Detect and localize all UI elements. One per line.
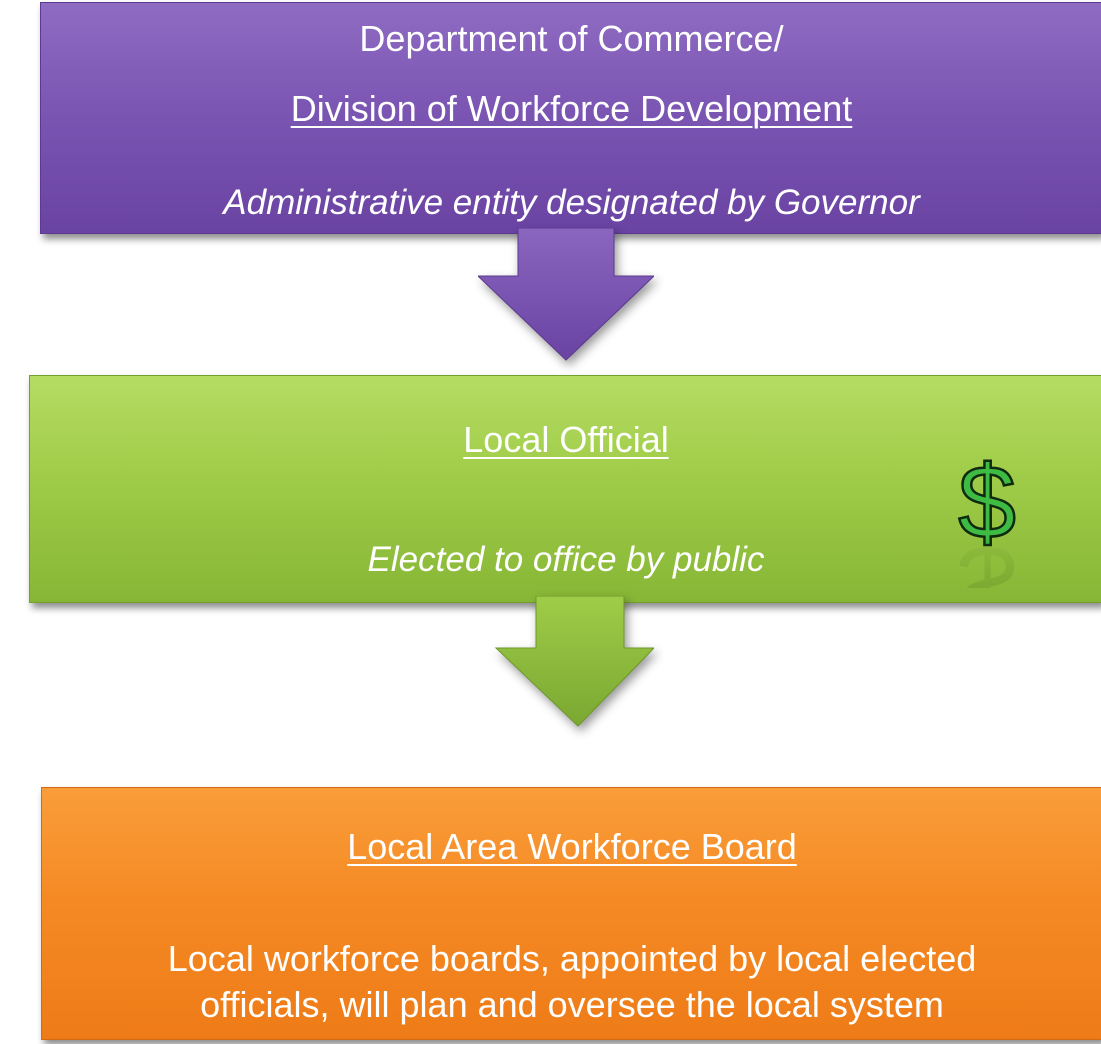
local-official-title: Local Official xyxy=(463,419,669,460)
workforce-board-desc-line2: officials, will plan and oversee the loc… xyxy=(200,984,944,1025)
workforce-board-desc-line1: Local workforce boards, appointed by loc… xyxy=(167,938,977,979)
commerce-title-line2: Division of Workforce Development xyxy=(290,88,853,129)
svg-text:$: $ xyxy=(958,523,1016,588)
local-official-node: Local Official Elected to office by publ… xyxy=(29,375,1101,603)
svg-text:$: $ xyxy=(958,448,1016,561)
workforce-board-node: Local Area Workforce Board Local workfor… xyxy=(41,787,1101,1040)
commerce-subtitle: Administrative entity designated by Gove… xyxy=(223,183,920,222)
commerce-node: Department of Commerce/ Division of Work… xyxy=(40,2,1101,234)
workforce-board-title: Local Area Workforce Board xyxy=(347,826,797,867)
dollar-sign-icon: $ $ xyxy=(948,444,1026,639)
local-official-subtitle: Elected to office by public xyxy=(367,540,765,579)
commerce-title-line1: Department of Commerce/ xyxy=(359,18,784,59)
down-arrow-icon xyxy=(478,228,654,361)
down-arrow-icon xyxy=(494,596,654,727)
